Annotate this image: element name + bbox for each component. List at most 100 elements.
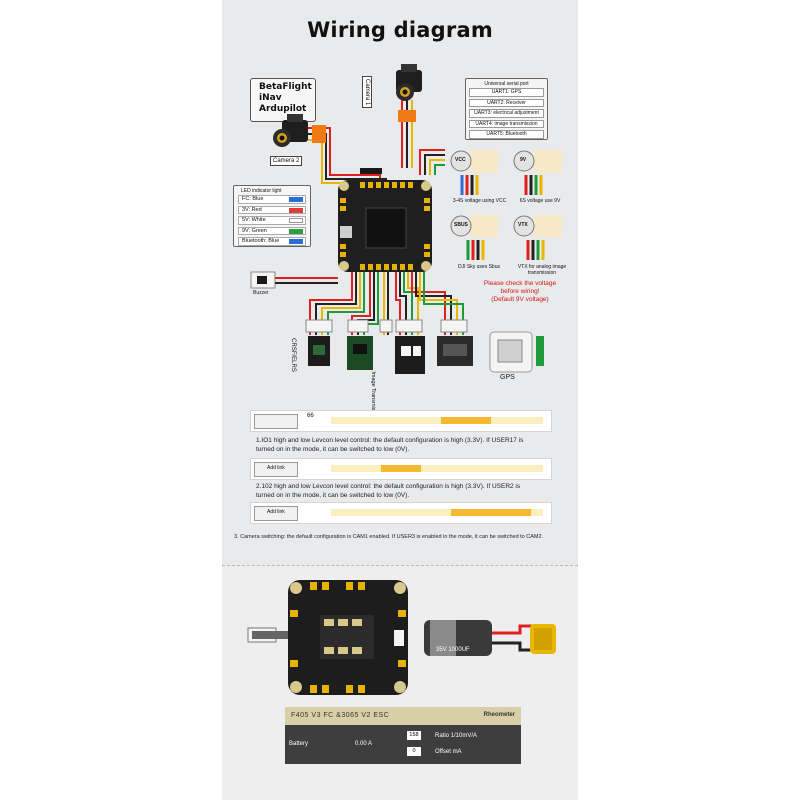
9v-caption: 6S voltage use 9V: [519, 198, 561, 204]
mode-panel-3-header: [254, 506, 298, 521]
led-row-fc: FC: Blue: [238, 195, 306, 204]
warning-line-2: before wiring!: [500, 288, 540, 295]
xt60-connector: [530, 624, 556, 654]
led-row-bluetooth: Bluetooth: Blue: [238, 237, 306, 246]
sbus-badge: SBUS: [454, 222, 468, 228]
battery-value: 0.00 A: [355, 741, 373, 747]
led-row-9v: 9V: Green: [238, 226, 306, 235]
camera-2-wires: [308, 125, 393, 185]
note-2-line-1: 2.102 high and low Levcon level control:…: [256, 483, 521, 490]
note-2: 2.102 high and low Levcon level control:…: [256, 482, 556, 500]
warning-line-3: (Default 9V voltage): [491, 296, 549, 303]
led-label: 9V: Green: [242, 227, 267, 234]
led-header: LED indicator light: [241, 188, 282, 194]
page-title: Wiring diagram: [307, 18, 493, 42]
ratio-input[interactable]: 158: [407, 731, 421, 740]
camera-1-label: Camera 1: [362, 76, 372, 109]
mode-panel-1: 66: [250, 410, 552, 432]
firmware-betaflight: BetaFlight: [259, 82, 312, 92]
led-label: 3V: Red: [242, 206, 262, 213]
add-link-label[interactable]: Add link: [267, 509, 285, 515]
receiver-module: [308, 336, 330, 366]
led-swatch-green: [289, 228, 303, 234]
led-label: 5V: White: [242, 217, 266, 223]
esc-title: F405 V3 FC &3065 V2 ESC: [291, 712, 390, 719]
vtx-module: [437, 336, 473, 366]
note-3: 3. Camera switching: the default configu…: [234, 534, 544, 540]
uart-row-3: UART3: electrical adjustment: [469, 109, 544, 118]
vtx-wires: [419, 149, 445, 175]
uart-box: Universal serial port UART1: GPS UART2: …: [465, 78, 548, 140]
led-row-3v: 3V: Red: [238, 205, 306, 214]
esc-board: [288, 580, 408, 695]
uart-row-4: UART4: image transmission: [469, 119, 544, 128]
esc-drawing: [247, 580, 556, 695]
buzzer-icon: [250, 271, 338, 289]
gps-label: GPS: [500, 374, 515, 381]
voltage-warning: Please check the voltage before wiring! …: [470, 280, 570, 304]
mode-range-track: [331, 417, 543, 424]
esc-info-banner: F405 V3 FC &3065 V2 ESC Rheometer Batter…: [285, 707, 521, 764]
mode-range-fill: [381, 465, 421, 472]
uart-row-1: UART1: GPS: [469, 88, 544, 97]
led-swatch-blue: [289, 197, 303, 202]
vcc-badge: VCC: [455, 157, 466, 163]
camera-1-wires: [398, 100, 416, 168]
led-swatch-white: [289, 218, 303, 223]
connector-blocks: [305, 319, 468, 333]
sbus-caption: DJI Sky uses Sbus: [458, 264, 500, 270]
uart-row-5: UART5: Bluetooth: [469, 130, 544, 139]
mode-panel-2: Add link: [250, 458, 552, 480]
capacitor-icon: [424, 620, 532, 656]
uart-row-2: UART2: Receiver: [469, 98, 544, 107]
firmware-ardupilot: Ardupilot: [259, 104, 307, 114]
esc-voltage-label: 3~6S: [392, 633, 398, 645]
ratio-label: Ratio 1/10mV/A: [435, 733, 478, 739]
gps-module: [489, 331, 544, 373]
mode-range-track: [331, 465, 543, 472]
add-link-label[interactable]: Add link: [267, 465, 285, 471]
offset-input[interactable]: 0: [407, 747, 421, 756]
camera-2-icon: [273, 114, 308, 147]
vtx-caption: VTX for analog image transmission: [517, 264, 567, 276]
wiring-drawing: [250, 64, 562, 374]
uart-header: Universal serial port: [484, 81, 529, 87]
image-transmission-module: [347, 336, 373, 370]
mode-range-track: [331, 509, 543, 516]
esc-title-bar: F405 V3 FC &3065 V2 ESC Rheometer: [285, 707, 521, 725]
mode-range-fill: [451, 509, 531, 516]
vtx-connectors: [450, 150, 562, 260]
front-label: Front 10: [360, 168, 379, 174]
mode-panel-1-value: 66: [307, 413, 314, 419]
firmware-inav: iNav: [259, 93, 282, 103]
esc-brand: Rheometer: [483, 712, 515, 718]
note-1: 1.IO1 high and low Levcon level control:…: [256, 436, 556, 454]
crsf-label: CRSF/ELRS: [290, 338, 296, 372]
led-swatch-blue: [289, 239, 303, 244]
dji-module: [395, 336, 425, 374]
led-label: Bluetooth: Blue: [242, 238, 280, 244]
vcc-caption: 3-4S voltage using VCC: [452, 198, 507, 204]
led-box: LED indicator light FC: Blue 3V: Red 5V:…: [233, 185, 311, 247]
capacitor-label: 35V 1000UF: [436, 647, 470, 653]
vtx-badge: VTX: [518, 222, 528, 228]
led-row-5v: 5V: White: [238, 216, 306, 225]
buzzer-label: Buzzer: [253, 290, 269, 296]
esc-ribbon-cable: [247, 627, 290, 643]
led-label: FC: Blue: [242, 196, 264, 202]
mode-panel-2-header: [254, 462, 298, 477]
note-1-line-2: turned on in the mode, it can be switche…: [256, 446, 410, 453]
warning-line-1: Please check the voltage: [483, 280, 557, 287]
offset-label: Offset mA: [435, 749, 462, 755]
note-2-line-2: turned on in the mode, it can be switche…: [256, 492, 410, 499]
camera-1-icon: [396, 64, 422, 101]
9v-badge: 9V: [520, 157, 527, 163]
mode-panel-3: Add link: [250, 502, 552, 524]
led-swatch-red: [289, 207, 303, 213]
battery-label: Battery: [289, 741, 309, 747]
section-divider: [222, 565, 578, 566]
camera-2-label: Camera 2: [270, 156, 303, 166]
mode-range-fill: [441, 417, 491, 424]
note-1-line-1: 1.IO1 high and low Levcon level control:…: [256, 437, 524, 444]
